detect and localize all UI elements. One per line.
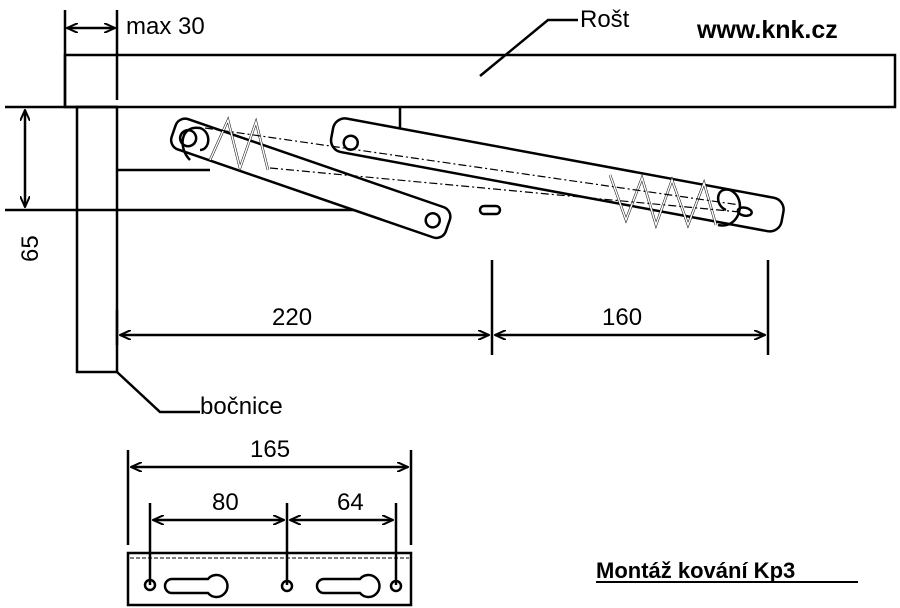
- title-label: Montáž kování Kp3: [596, 558, 795, 583]
- height-label: 65: [17, 235, 44, 262]
- dim-165-label: 165: [250, 436, 290, 463]
- dim-80-label: 80: [212, 489, 239, 516]
- screw-hole-icon: [389, 579, 403, 593]
- grate-board: [63, 53, 897, 109]
- side-panel-label: bočnice: [200, 393, 283, 420]
- max-width-label: max 30: [126, 13, 205, 40]
- grate-label: Rošt: [580, 6, 630, 33]
- dim-64-label: 64: [337, 489, 364, 516]
- dim-220-label: 220: [272, 304, 312, 331]
- max-width-dimension: max 30: [63, 10, 205, 107]
- screw-hole-icon: [143, 578, 157, 592]
- screw-hole-icon: [280, 579, 294, 593]
- lower-arm: [169, 116, 452, 240]
- dim-160-label: 160: [602, 304, 642, 331]
- keyhole-slot-icon: [163, 573, 229, 599]
- bracket-plate-view: 165 80 64: [126, 436, 413, 607]
- drawing-title: Montáž kování Kp3: [596, 558, 858, 583]
- mounting-bracket: [117, 107, 402, 172]
- length-dimensions: 220 160: [115, 260, 770, 355]
- upper-arm: [204, 117, 785, 233]
- keyhole-slot-icon: [315, 573, 381, 599]
- side-panel-callout: bočnice: [116, 371, 283, 420]
- grate-callout: Rošt: [479, 6, 630, 77]
- side-panel: [75, 105, 119, 374]
- website-label: www.knk.cz: [696, 16, 838, 44]
